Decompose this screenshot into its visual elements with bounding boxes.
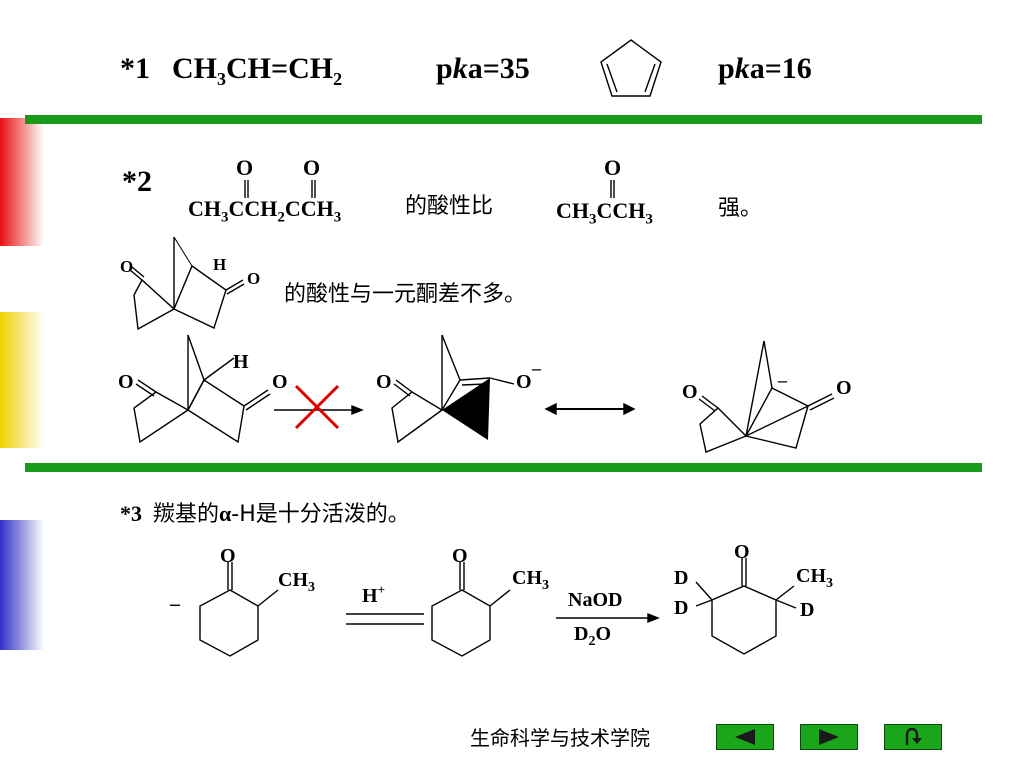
acetone-formula: CH3CCH3 [556, 198, 653, 228]
acac-oxygen-2: O [303, 155, 321, 180]
acid-equilibrium-arrows: H+ [346, 582, 424, 630]
stronger-text: 强。 [718, 196, 763, 221]
deuterated-methylcyclohexanone: O CH3 D D D [674, 541, 833, 655]
svg-text:O: O [836, 377, 852, 399]
svg-text:O: O [118, 371, 134, 393]
next-slide-button[interactable] [800, 724, 858, 750]
svg-text:O: O [220, 545, 236, 567]
svg-text:H: H [233, 351, 249, 373]
middle-divider [25, 463, 982, 472]
cyclopentadiene-pka: pka=16 [718, 52, 812, 85]
item-2-label: *2 [122, 165, 152, 198]
top-divider [25, 115, 982, 124]
acetone-oxygen: O [604, 155, 622, 180]
deuteration-arrow: NaOD D2O [556, 589, 660, 649]
blocked-reaction-arrow [274, 384, 364, 430]
svg-text:–: – [169, 593, 181, 615]
svg-text:O: O [272, 371, 288, 393]
acetylacetone-formula: CH3CCH2CCH3 [188, 196, 342, 226]
item-3-text: *3 羰基的α-H是十分活泼的。 [120, 501, 410, 527]
bridgehead-carbanion: O O – [682, 340, 852, 453]
svg-text:D: D [674, 597, 688, 619]
svg-text:O: O [516, 371, 532, 393]
acac-carbonyl-bonds [244, 180, 316, 198]
svg-text:O: O [120, 257, 133, 276]
svg-text:O: O [247, 269, 260, 288]
svg-text:O: O [734, 541, 750, 563]
acetone-carbonyl-bond [610, 180, 615, 198]
bicyclic-acidity-text: 的酸性与一元酮差不多。 [284, 282, 527, 307]
svg-text:–: – [777, 370, 788, 390]
previous-slide-button[interactable] [716, 724, 774, 750]
propene-formula: CH3CH=CH2 [172, 52, 343, 89]
return-button[interactable] [884, 724, 942, 750]
svg-text:–: – [531, 358, 542, 378]
svg-text:H+: H+ [362, 582, 385, 607]
svg-text:D2O: D2O [574, 623, 611, 649]
yellow-side-tab [0, 312, 44, 448]
triangle-left-icon [735, 729, 755, 745]
svg-text:NaOD: NaOD [568, 589, 622, 611]
bicyclic-diketone-large: O O H [118, 334, 288, 444]
bridgehead-enolate: O O – [376, 334, 542, 444]
item-1-label: *1 [120, 52, 150, 85]
u-turn-arrow-icon [905, 727, 922, 745]
red-side-tab [0, 118, 44, 246]
svg-text:H: H [213, 255, 226, 274]
svg-text:CH3: CH3 [796, 565, 833, 591]
footer-institution: 生命科学与技术学院 [470, 726, 650, 750]
propene-pka: pka=35 [436, 52, 530, 85]
svg-text:O: O [682, 381, 698, 403]
triangle-right-icon [819, 729, 839, 745]
bicyclic-diketone-small: O O H [120, 236, 260, 331]
resonance-arrow [544, 402, 636, 416]
svg-text:O: O [452, 545, 468, 567]
acac-oxygen-1: O [236, 155, 254, 180]
blue-side-tab [0, 520, 44, 650]
svg-text:O: O [376, 371, 392, 393]
methylcyclohexanone-anion: D O CH3 – [169, 545, 315, 657]
acidity-comparison-text: 的酸性比 [405, 194, 494, 219]
svg-text:D: D [674, 567, 688, 589]
cyclopentadiene-structure [600, 39, 662, 97]
svg-text:CH3: CH3 [512, 567, 549, 593]
svg-text:D: D [800, 599, 814, 621]
svg-text:CH3: CH3 [278, 569, 315, 595]
methylcyclohexanone: O CH3 [431, 545, 549, 657]
